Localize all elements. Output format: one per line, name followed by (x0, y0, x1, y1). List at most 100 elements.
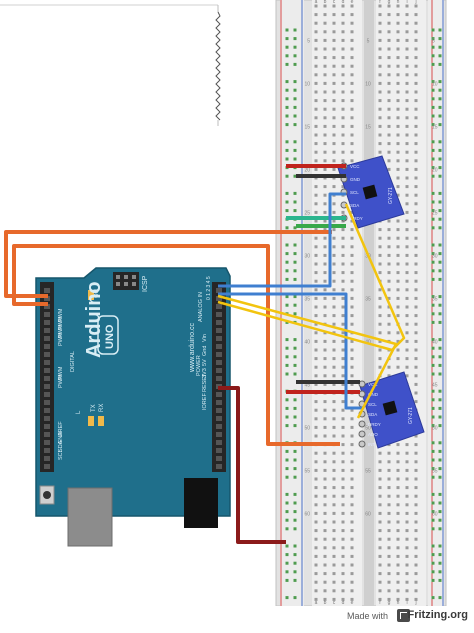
breadboard-hole[interactable] (350, 443, 354, 447)
breadboard-hole[interactable] (323, 408, 327, 412)
breadboard-hole[interactable] (378, 537, 382, 541)
breadboard-hole[interactable] (350, 408, 354, 412)
breadboard-hole[interactable] (332, 38, 336, 42)
breadboard-hole[interactable] (323, 563, 327, 567)
breadboard-hole[interactable] (378, 572, 382, 576)
breadboard-hole[interactable] (332, 400, 336, 404)
power-rail-hole[interactable] (293, 475, 297, 479)
breadboard-hole[interactable] (414, 486, 418, 490)
breadboard-hole[interactable] (387, 253, 391, 257)
breadboard-hole[interactable] (332, 382, 336, 386)
breadboard-hole[interactable] (332, 107, 336, 111)
power-rail-hole[interactable] (431, 148, 435, 152)
wire-orange-1[interactable] (4, 230, 332, 298)
breadboard-hole[interactable] (405, 90, 409, 94)
power-rail-hole[interactable] (285, 518, 289, 522)
breadboard-hole[interactable] (378, 486, 382, 490)
breadboard-hole[interactable] (350, 99, 354, 103)
breadboard-hole[interactable] (350, 597, 354, 601)
breadboard-hole[interactable] (378, 554, 382, 558)
power-rail-hole[interactable] (293, 518, 297, 522)
breadboard-hole[interactable] (341, 30, 345, 34)
digital-pin[interactable] (44, 400, 50, 405)
power-rail-hole[interactable] (431, 140, 435, 144)
wire-blue-1[interactable] (218, 192, 346, 288)
breadboard-hole[interactable] (396, 451, 400, 455)
breadboard-hole[interactable] (323, 228, 327, 232)
breadboard-hole[interactable] (323, 357, 327, 361)
breadboard-hole[interactable] (314, 107, 318, 111)
breadboard-hole[interactable] (414, 400, 418, 404)
breadboard-hole[interactable] (314, 477, 318, 481)
breadboard-hole[interactable] (396, 597, 400, 601)
breadboard-hole[interactable] (323, 90, 327, 94)
breadboard-hole[interactable] (405, 142, 409, 146)
breadboard-hole[interactable] (323, 348, 327, 352)
power-rail-hole[interactable] (431, 467, 435, 471)
power-rail-hole[interactable] (431, 166, 435, 170)
breadboard-hole[interactable] (332, 357, 336, 361)
breadboard-hole[interactable] (314, 116, 318, 120)
analog-power-pin[interactable] (216, 392, 222, 397)
breadboard-hole[interactable] (350, 503, 354, 507)
power-rail-hole[interactable] (293, 200, 297, 204)
power-rail-hole[interactable] (285, 398, 289, 402)
power-rail-hole[interactable] (438, 355, 442, 359)
breadboard-hole[interactable] (414, 451, 418, 455)
breadboard-hole[interactable] (396, 589, 400, 593)
breadboard-hole[interactable] (350, 486, 354, 490)
analog-power-pin[interactable] (216, 328, 222, 333)
breadboard-hole[interactable] (414, 253, 418, 257)
power-rail-hole[interactable] (293, 191, 297, 195)
breadboard-hole[interactable] (323, 73, 327, 77)
breadboard-hole[interactable] (341, 520, 345, 524)
power-rail-hole[interactable] (431, 80, 435, 84)
breadboard-hole[interactable] (332, 116, 336, 120)
breadboard-hole[interactable] (314, 271, 318, 275)
breadboard-hole[interactable] (387, 124, 391, 128)
breadboard-hole[interactable] (396, 554, 400, 558)
breadboard-hole[interactable] (414, 572, 418, 576)
breadboard-hole[interactable] (387, 99, 391, 103)
power-rail-hole[interactable] (438, 415, 442, 419)
breadboard-hole[interactable] (314, 529, 318, 533)
breadboard-hole[interactable] (405, 503, 409, 507)
breadboard-hole[interactable] (378, 271, 382, 275)
breadboard-hole[interactable] (314, 133, 318, 137)
breadboard-hole[interactable] (341, 116, 345, 120)
power-rail-hole[interactable] (293, 467, 297, 471)
breadboard-hole[interactable] (350, 322, 354, 326)
breadboard-hole[interactable] (405, 357, 409, 361)
breadboard-hole[interactable] (314, 365, 318, 369)
breadboard-hole[interactable] (387, 314, 391, 318)
icsp-pin[interactable] (124, 282, 128, 286)
breadboard-hole[interactable] (341, 494, 345, 498)
power-rail-hole[interactable] (285, 553, 289, 557)
breadboard-hole[interactable] (414, 30, 418, 34)
breadboard-hole[interactable] (341, 580, 345, 584)
breadboard-hole[interactable] (387, 245, 391, 249)
breadboard-hole[interactable] (332, 124, 336, 128)
breadboard-hole[interactable] (396, 468, 400, 472)
breadboard-hole[interactable] (323, 38, 327, 42)
breadboard-hole[interactable] (387, 21, 391, 25)
breadboard-hole[interactable] (350, 288, 354, 292)
power-rail-hole[interactable] (438, 561, 442, 565)
breadboard-hole[interactable] (387, 73, 391, 77)
breadboard-hole[interactable] (378, 99, 382, 103)
breadboard-hole[interactable] (387, 90, 391, 94)
breadboard-hole[interactable] (314, 262, 318, 266)
breadboard-hole[interactable] (350, 434, 354, 438)
power-rail-hole[interactable] (438, 123, 442, 127)
power-rail-hole[interactable] (285, 80, 289, 84)
breadboard-hole[interactable] (414, 537, 418, 541)
breadboard-hole[interactable] (378, 30, 382, 34)
breadboard-hole[interactable] (332, 305, 336, 309)
breadboard-hole[interactable] (396, 81, 400, 85)
breadboard-hole[interactable] (378, 305, 382, 309)
breadboard-hole[interactable] (405, 228, 409, 232)
power-rail-hole[interactable] (293, 295, 297, 299)
icsp-pin[interactable] (124, 275, 128, 279)
power-rail-hole[interactable] (438, 475, 442, 479)
breadboard-hole[interactable] (378, 296, 382, 300)
